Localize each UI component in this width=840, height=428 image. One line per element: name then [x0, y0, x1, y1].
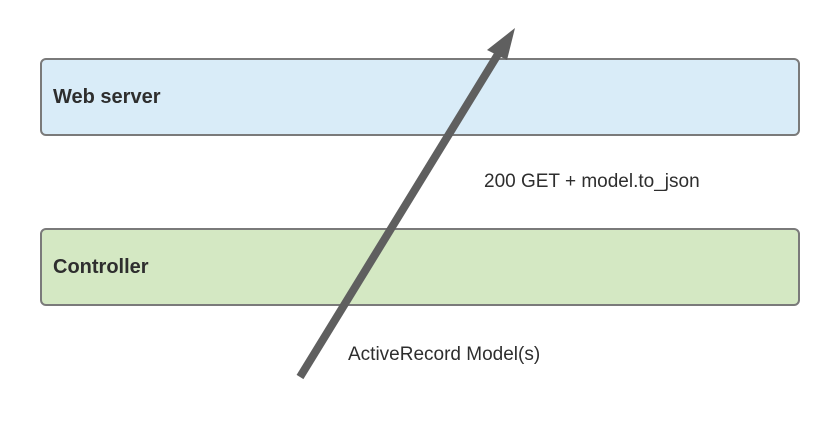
arrow-head	[487, 28, 515, 60]
controller-layer: Controller	[40, 228, 800, 306]
web-server-label: Web server	[53, 85, 161, 108]
model-annotation: ActiveRecord Model(s)	[348, 344, 541, 365]
response-annotation: 200 GET + model.to_json	[484, 171, 700, 192]
web-server-layer: Web server	[40, 58, 800, 136]
controller-label: Controller	[53, 255, 149, 278]
